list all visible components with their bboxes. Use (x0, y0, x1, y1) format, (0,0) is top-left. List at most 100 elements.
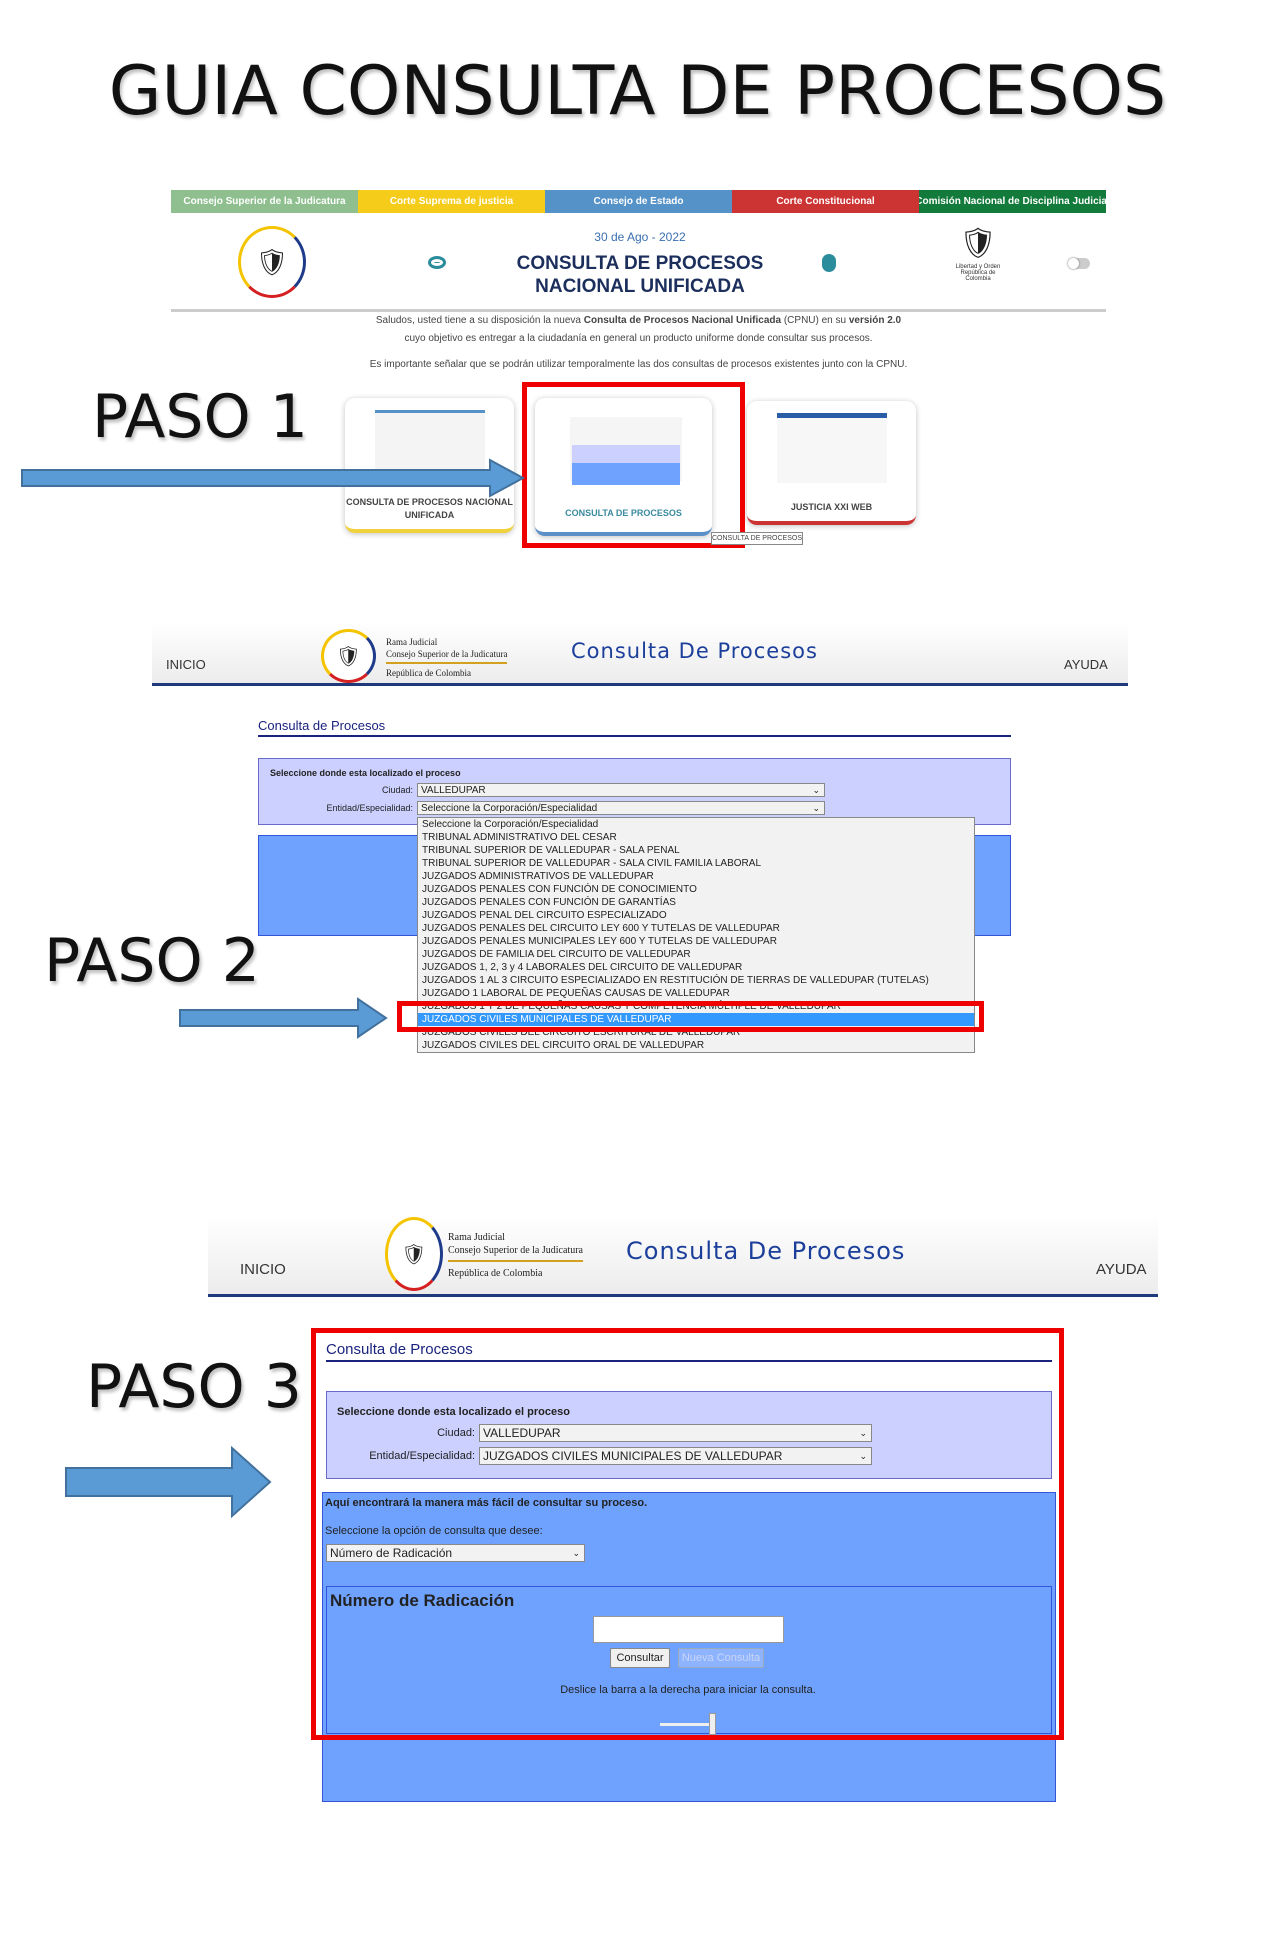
entidad-label: Entidad/Especialidad: (369, 1450, 475, 1462)
nav-inicio[interactable]: INICIO (166, 657, 206, 672)
entidad-select[interactable]: JUZGADOS CIVILES MUNICIPALES DE VALLEDUP… (479, 1447, 872, 1465)
query-type-select[interactable]: Número de Radicación⌄ (326, 1544, 585, 1562)
location-label: Seleccione donde esta localizado el proc… (337, 1406, 570, 1418)
query-type-value: Número de Radicación (330, 1546, 453, 1560)
rj-line-1: Rama Judicial (386, 637, 438, 647)
dropdown-option[interactable]: JUZGADOS PENALES DEL CIRCUITO LEY 600 Y … (422, 923, 780, 934)
entidad-label: Entidad/Especialidad: (326, 803, 413, 813)
user-icon[interactable] (822, 254, 836, 272)
card-consulta-procesos[interactable]: CONSULTA DE PROCESOS (535, 398, 712, 536)
justicia-thumbnail (777, 413, 887, 483)
ciudad-select[interactable]: VALLEDUPAR⌄ (417, 783, 825, 797)
option-label: Seleccione la opción de consulta que des… (325, 1525, 543, 1537)
arrow-step2-icon (179, 997, 388, 1039)
radicacion-input[interactable] (593, 1616, 784, 1643)
dropdown-option[interactable]: JUZGADOS 1 Y 2 DE PEQUEÑAS CAUSAS Y COMP… (422, 1001, 841, 1012)
portal-title: Consulta De Procesos (626, 1237, 906, 1265)
guide-title: GUIA CONSULTA DE PROCESOS (108, 52, 1167, 131)
entidad-value: JUZGADOS CIVILES MUNICIPALES DE VALLEDUP… (483, 1449, 783, 1463)
ciudad-label: Ciudad: (437, 1427, 475, 1439)
card-cpnu-label: CONSULTA DE PROCESOS NACIONAL UNIFICADA (346, 497, 513, 520)
rama-judicial-logo: 🛡 (321, 629, 376, 683)
eye-icon[interactable] (428, 256, 446, 269)
intro-bold: Consulta de Procesos Nacional Unificada (583, 315, 782, 326)
dropdown-option[interactable]: TRIBUNAL SUPERIOR DE VALLEDUPAR - SALA C… (422, 858, 761, 869)
slider-handle[interactable] (709, 1713, 716, 1735)
intro-version: versión 2.0 (848, 315, 902, 326)
header-divider (171, 309, 1106, 312)
nav-ayuda[interactable]: AYUDA (1096, 1261, 1147, 1278)
shield-icon: 🛡 (958, 227, 998, 260)
highlight-box-step2 (397, 1001, 984, 1032)
chevron-down-icon: ⌄ (859, 1450, 867, 1461)
dropdown-option[interactable]: JUZGADOS PENAL DEL CIRCUITO ESPECIALIZAD… (422, 910, 667, 921)
radicacion-panel (326, 1586, 1052, 1734)
slider-hint: Deslice la barra a la derecha para inici… (560, 1684, 816, 1696)
intro-text: Saludos, usted tiene a su disposición la… (375, 315, 584, 326)
dropdown-option[interactable]: JUZGADOS CIVILES DEL CIRCUITO ORAL DE VA… (422, 1040, 705, 1051)
institution-link[interactable]: Comisión Nacional de Disciplina Judicial (919, 190, 1106, 213)
arrow-step1-icon (21, 458, 526, 498)
card-consulta-label: CONSULTA DE PROCESOS (565, 508, 682, 518)
rj-line-2: Consejo Superior de la Judicatura (448, 1244, 583, 1262)
dropdown-option[interactable]: JUZGADOS PENALES MUNICIPALES LEY 600 Y T… (422, 936, 777, 947)
dropdown-option[interactable]: JUZGADOS CIVILES DEL CIRCUITO ESCRITURAL… (422, 1027, 741, 1038)
dropdown-option[interactable]: TRIBUNAL ADMINISTRATIVO DEL CESAR (422, 832, 617, 843)
location-label: Seleccione donde esta localizado el proc… (270, 768, 461, 778)
dropdown-option[interactable]: JUZGADOS 1 AL 3 CIRCUITO ESPECIALIZADO E… (422, 975, 929, 986)
rj-line-2: Consejo Superior de la Judicatura (386, 648, 508, 664)
highlight-box-step3 (311, 1328, 1064, 1740)
consulta-thumbnail (570, 413, 682, 485)
dropdown-option[interactable]: JUZGADOS PENALES CON FUNCIÓN DE GARANTÍA… (422, 897, 676, 908)
consulta-procesos-link[interactable]: Consulta de Procesos (326, 1341, 473, 1358)
dropdown-option[interactable]: TRIBUNAL SUPERIOR DE VALLEDUPAR - SALA P… (422, 845, 680, 856)
dropdown-option[interactable]: JUZGADOS CIVILES MUNICIPALES DE VALLEDUP… (418, 1013, 974, 1026)
dropdown-option[interactable]: JUZGADOS PENALES CON FUNCIÓN DE CONOCIMI… (422, 884, 697, 895)
intro-line-2: cuyo objetivo es entregar a la ciudadaní… (404, 333, 873, 344)
dropdown-option[interactable]: JUZGADOS ADMINISTRATIVOS DE VALLEDUPAR (422, 871, 654, 882)
dropdown-option[interactable]: JUZGADO 1 LABORAL DE PEQUEÑAS CAUSAS DE … (422, 988, 730, 999)
ciudad-label: Ciudad: (381, 785, 413, 795)
rj-text: Rama Judicial Consejo Superior de la Jud… (386, 636, 508, 679)
colombia-shield-logo: 🛡 Libertad y Orden República de Colombia (950, 224, 1006, 282)
institution-link[interactable]: Corte Constitucional (732, 190, 919, 213)
date-label: 30 de Ago - 2022 (594, 230, 686, 244)
rj-text: Rama Judicial Consejo Superior de la Jud… (448, 1231, 583, 1280)
intro-line-1: Saludos, usted tiene a su disposición la… (171, 315, 1106, 326)
rj-line-3: República de Colombia (386, 668, 471, 678)
rama-judicial-logo: 🛡 (238, 226, 306, 298)
highlight-box-step1 (522, 382, 745, 548)
nueva-consulta-button[interactable]: Nueva Consulta (678, 1648, 764, 1668)
shield-caption-1: Libertad y Orden (955, 264, 1001, 270)
cpnu-title: CONSULTA DE PROCESOS NACIONAL UNIFICADA (440, 252, 840, 298)
chevron-down-icon: ⌄ (812, 802, 820, 813)
institution-link[interactable]: Corte Suprema de justicia (358, 190, 545, 213)
radicacion-title: Número de Radicación (330, 1591, 515, 1610)
cpnu-title-line1: CONSULTA DE PROCESOS (516, 253, 764, 274)
entidad-select[interactable]: Seleccione la Corporación/Especialidad⌄ (417, 801, 825, 815)
card-cpnu[interactable]: CONSULTA DE PROCESOS NACIONAL UNIFICADA (345, 398, 514, 533)
consulta-procesos-link[interactable]: Consulta de Procesos (258, 718, 386, 733)
dropdown-option[interactable]: JUZGADOS DE FAMILIA DEL CIRCUITO DE VALL… (422, 949, 691, 960)
tooltip: CONSULTA DE PROCESOS (711, 532, 803, 545)
ciudad-select[interactable]: VALLEDUPAR⌄ (479, 1424, 872, 1442)
title-underline (326, 1360, 1052, 1362)
card-justicia-label: JUSTICIA XXI WEB (790, 502, 873, 512)
dropdown-option[interactable]: JUZGADOS 1, 2, 3 y 4 LABORALES DEL CIRCU… (422, 962, 743, 973)
cpnu-thumbnail (375, 410, 485, 470)
nav-ayuda[interactable]: AYUDA (1064, 657, 1108, 672)
institution-link[interactable]: Consejo de Estado (545, 190, 732, 213)
chevron-down-icon: ⌄ (812, 784, 820, 795)
title-underline (258, 735, 1011, 737)
institution-link[interactable]: Consejo Superior de la Judicatura (171, 190, 358, 213)
portal-header-3: INICIO 🛡 Rama Judicial Consejo Superior … (208, 1215, 1158, 1297)
cpnu-title-line2: NACIONAL UNIFICADA (535, 276, 745, 297)
nav-inicio[interactable]: INICIO (240, 1261, 286, 1278)
card-justicia-xxi[interactable]: JUSTICIA XXI WEB (747, 401, 916, 525)
dropdown-option[interactable]: Seleccione la Corporación/Especialidad (422, 819, 599, 830)
consultar-button[interactable]: Consultar (610, 1648, 670, 1668)
chevron-down-icon: ⌄ (859, 1427, 867, 1438)
contrast-toggle[interactable] (1068, 258, 1090, 269)
